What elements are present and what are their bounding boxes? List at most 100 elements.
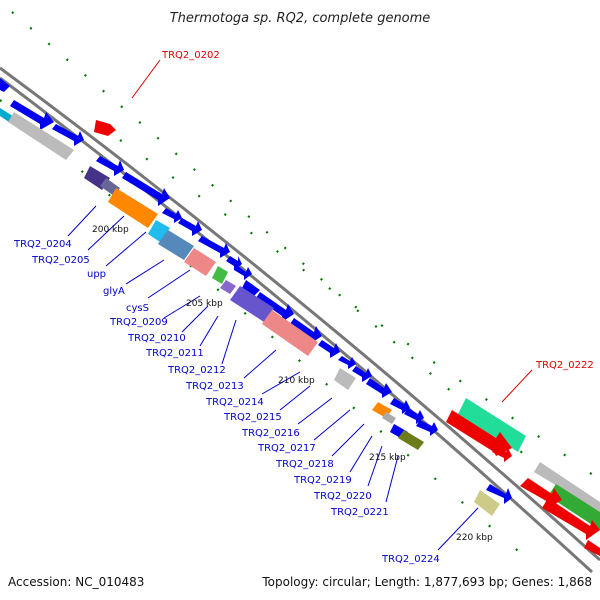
- gene-arrow[interactable]: [162, 208, 182, 223]
- forward-strand-genes: [0, 78, 512, 504]
- gene-label[interactable]: glyA: [103, 286, 125, 297]
- map-title: Thermotoga sp. RQ2, complete genome: [170, 11, 431, 26]
- gene-arrow[interactable]: [96, 156, 124, 176]
- colored-gene-blocks: [0, 108, 500, 516]
- gene-label[interactable]: upp: [87, 269, 106, 280]
- leader-line: [367, 445, 383, 487]
- gene-label[interactable]: TRQ2_0210: [127, 333, 186, 344]
- leader-line: [105, 231, 147, 267]
- gene-arrow[interactable]: [416, 420, 438, 436]
- gene-labels: TRQ2_0202 TRQ2_0204 TRQ2_0205 upp glyA c…: [13, 50, 594, 565]
- gene-block-pink[interactable]: [262, 310, 318, 356]
- gene-label[interactable]: TRQ2_0212: [167, 365, 226, 376]
- gene-arrow[interactable]: [352, 366, 372, 382]
- tick-ring-outer-2: [119, 139, 600, 481]
- leader-line: [349, 435, 373, 473]
- gene-arrow[interactable]: [486, 484, 512, 504]
- scale-label: 215 kbp: [369, 453, 406, 463]
- gene-block-green[interactable]: [548, 484, 600, 530]
- backbone-outer-line: [0, 66, 600, 562]
- gene-label[interactable]: TRQ2_0218: [275, 459, 334, 470]
- leader-line: [221, 319, 237, 365]
- gene-arrow[interactable]: [318, 340, 340, 358]
- gene-arrow[interactable]: [404, 408, 424, 424]
- gene-block-grey[interactable]: [382, 412, 396, 424]
- topology-text: Topology: circular; Length: 1,877,693 bp…: [261, 575, 592, 589]
- inner-tick-ring: [0, 99, 541, 571]
- leader-line: [501, 369, 533, 403]
- gene-arrow[interactable]: [10, 100, 54, 130]
- gene-block-purple[interactable]: [230, 286, 274, 322]
- gene-arrow-red[interactable]: [94, 120, 116, 136]
- gene-arrow-red[interactable]: [492, 446, 512, 462]
- gene-label[interactable]: TRQ2_0222: [535, 360, 594, 371]
- gene-arrow-red[interactable]: [446, 410, 512, 456]
- gene-arrow[interactable]: [52, 124, 84, 146]
- gene-arrow[interactable]: [122, 172, 170, 206]
- leader-lines: [67, 205, 479, 551]
- gene-arrow[interactable]: [234, 266, 252, 280]
- gene-block-orange[interactable]: [108, 188, 158, 228]
- outer-track-genes: [94, 120, 600, 556]
- leader-line: [297, 397, 333, 425]
- gene-block-green[interactable]: [212, 266, 228, 284]
- gene-block-olive[interactable]: [398, 430, 424, 450]
- scale-label: 200 kbp: [92, 225, 129, 235]
- gene-arrow-red[interactable]: [542, 498, 600, 540]
- leader-line: [163, 295, 201, 319]
- scale-label: 220 kbp: [456, 533, 493, 543]
- gene-block-steel[interactable]: [158, 230, 194, 260]
- gene-block-grey[interactable]: [8, 112, 74, 160]
- leader-line: [181, 305, 209, 333]
- leader-line: [385, 455, 399, 503]
- gene-arrow-red[interactable]: [584, 540, 600, 556]
- gene-arrow[interactable]: [366, 378, 392, 398]
- leader-line: [261, 371, 301, 395]
- gene-label[interactable]: TRQ2_0213: [185, 381, 244, 392]
- gene-label[interactable]: TRQ2_0204: [13, 239, 72, 250]
- gene-block-grey[interactable]: [534, 462, 600, 512]
- gene-block-pink[interactable]: [184, 248, 216, 276]
- gene-label[interactable]: TRQ2_0221: [330, 507, 389, 518]
- gene-arrow[interactable]: [198, 236, 230, 258]
- gene-label[interactable]: TRQ2_0217: [257, 443, 316, 454]
- gene-label[interactable]: TRQ2_0224: [381, 554, 440, 565]
- accession-text: Accession: NC_010483: [8, 575, 144, 589]
- gene-label[interactable]: TRQ2_0215: [223, 412, 282, 423]
- gene-arrow[interactable]: [0, 78, 10, 92]
- gene-label[interactable]: TRQ2_0211: [145, 348, 204, 359]
- leader-line: [279, 385, 311, 411]
- gene-block-mint[interactable]: [458, 398, 526, 452]
- leader-line: [331, 423, 365, 457]
- scale-label: 205 kbp: [186, 299, 223, 309]
- gene-label[interactable]: TRQ2_0216: [241, 428, 300, 439]
- gene-block-grey[interactable]: [334, 368, 356, 390]
- gene-arrow[interactable]: [256, 292, 294, 322]
- gene-arrow[interactable]: [242, 280, 260, 296]
- leader-line: [437, 507, 479, 551]
- gene-block-violet[interactable]: [220, 280, 236, 294]
- scale-labels: 200 kbp 205 kbp 210 kbp 215 kbp 220 kbp: [92, 225, 493, 543]
- gene-arrow[interactable]: [178, 218, 202, 236]
- gene-arrow[interactable]: [290, 318, 322, 344]
- gene-arrow[interactable]: [338, 356, 356, 369]
- gene-label[interactable]: TRQ2_0219: [293, 475, 352, 486]
- gene-label[interactable]: TRQ2_0205: [31, 255, 90, 266]
- leader-line: [243, 349, 277, 379]
- gene-label[interactable]: cysS: [126, 303, 149, 314]
- gene-label[interactable]: TRQ2_0202: [161, 50, 220, 61]
- leader-line: [147, 269, 191, 299]
- gene-label[interactable]: TRQ2_0214: [205, 397, 264, 408]
- leader-line: [313, 409, 351, 441]
- scale-label: 210 kbp: [278, 376, 315, 386]
- leader-line: [199, 315, 219, 347]
- leader-line: [87, 215, 125, 251]
- gene-block-sky[interactable]: [148, 220, 170, 242]
- gene-label[interactable]: TRQ2_0209: [109, 317, 168, 328]
- gene-label[interactable]: TRQ2_0220: [313, 491, 372, 502]
- tick-ring-inner: [0, 99, 541, 571]
- gene-block-khaki[interactable]: [474, 490, 500, 516]
- gene-arrow[interactable]: [390, 398, 410, 414]
